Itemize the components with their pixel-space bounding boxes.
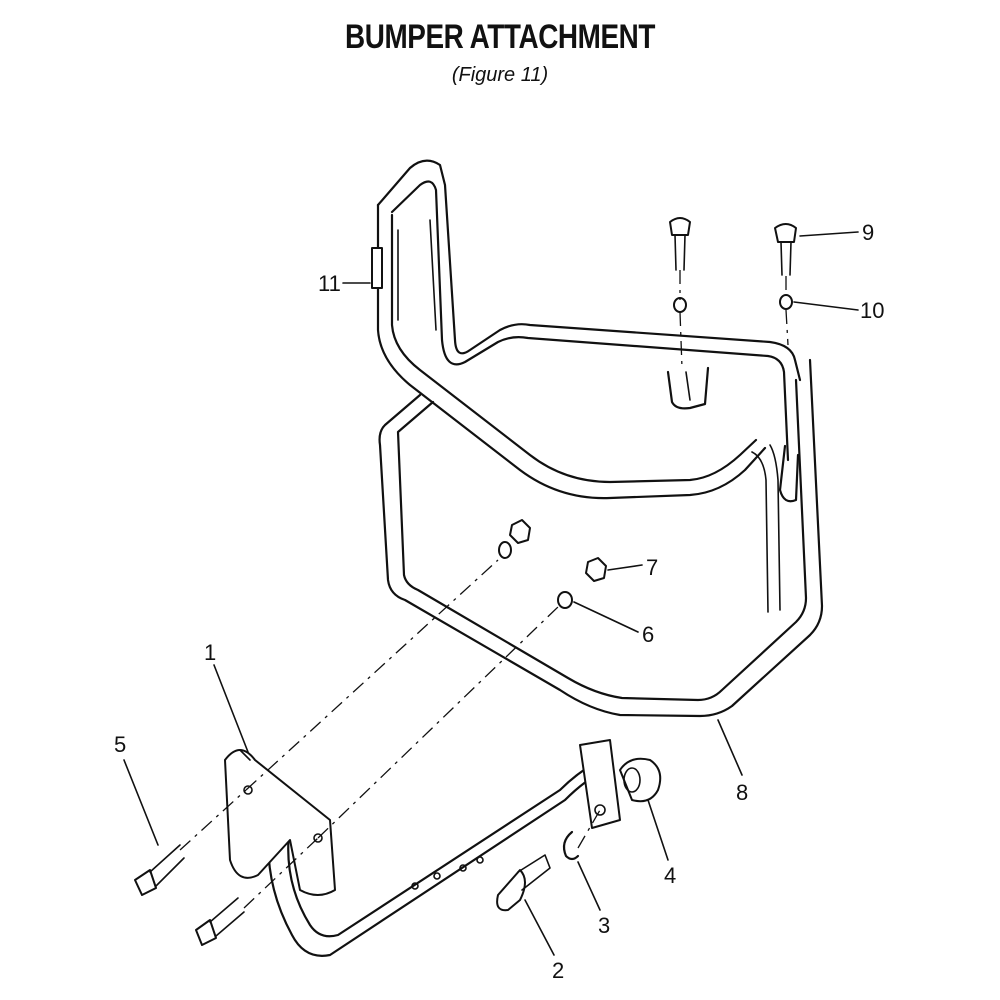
lock-washer-10-left [673, 297, 687, 313]
nut-7 [585, 557, 607, 582]
end-plate [562, 739, 662, 861]
bolt-2 [496, 854, 551, 912]
mounting-bracket [224, 749, 336, 896]
callout-8: 8 [736, 780, 748, 805]
nut-7-upper [509, 519, 531, 544]
lock-washer-10-right [779, 294, 793, 310]
front-bar [267, 758, 607, 957]
washer-6-upper [498, 541, 512, 559]
bolt-5-upper [134, 844, 185, 896]
callout-4: 4 [664, 863, 676, 888]
washer-6 [557, 591, 573, 609]
diagram-title: BUMPER ATTACHMENT [344, 18, 656, 56]
callout-2: 2 [552, 958, 564, 983]
callout-10: 10 [860, 298, 884, 323]
bolt-9-left [669, 217, 691, 271]
callout-9: 9 [862, 220, 874, 245]
callout-3: 3 [598, 913, 610, 938]
bolt-5-lower [195, 897, 245, 946]
callout-1: 1 [204, 640, 216, 665]
callouts: 1 2 3 4 5 6 7 8 9 10 11 [114, 220, 884, 983]
callout-7: 7 [646, 555, 658, 580]
callout-6: 6 [642, 622, 654, 647]
assembly-lines [179, 270, 789, 909]
bumper-frame [371, 159, 824, 718]
bolt-9-right [774, 223, 797, 276]
callout-11: 11 [318, 271, 341, 296]
callout-5: 5 [114, 732, 126, 757]
diagram-subtitle: (Figure 11) [451, 64, 549, 86]
